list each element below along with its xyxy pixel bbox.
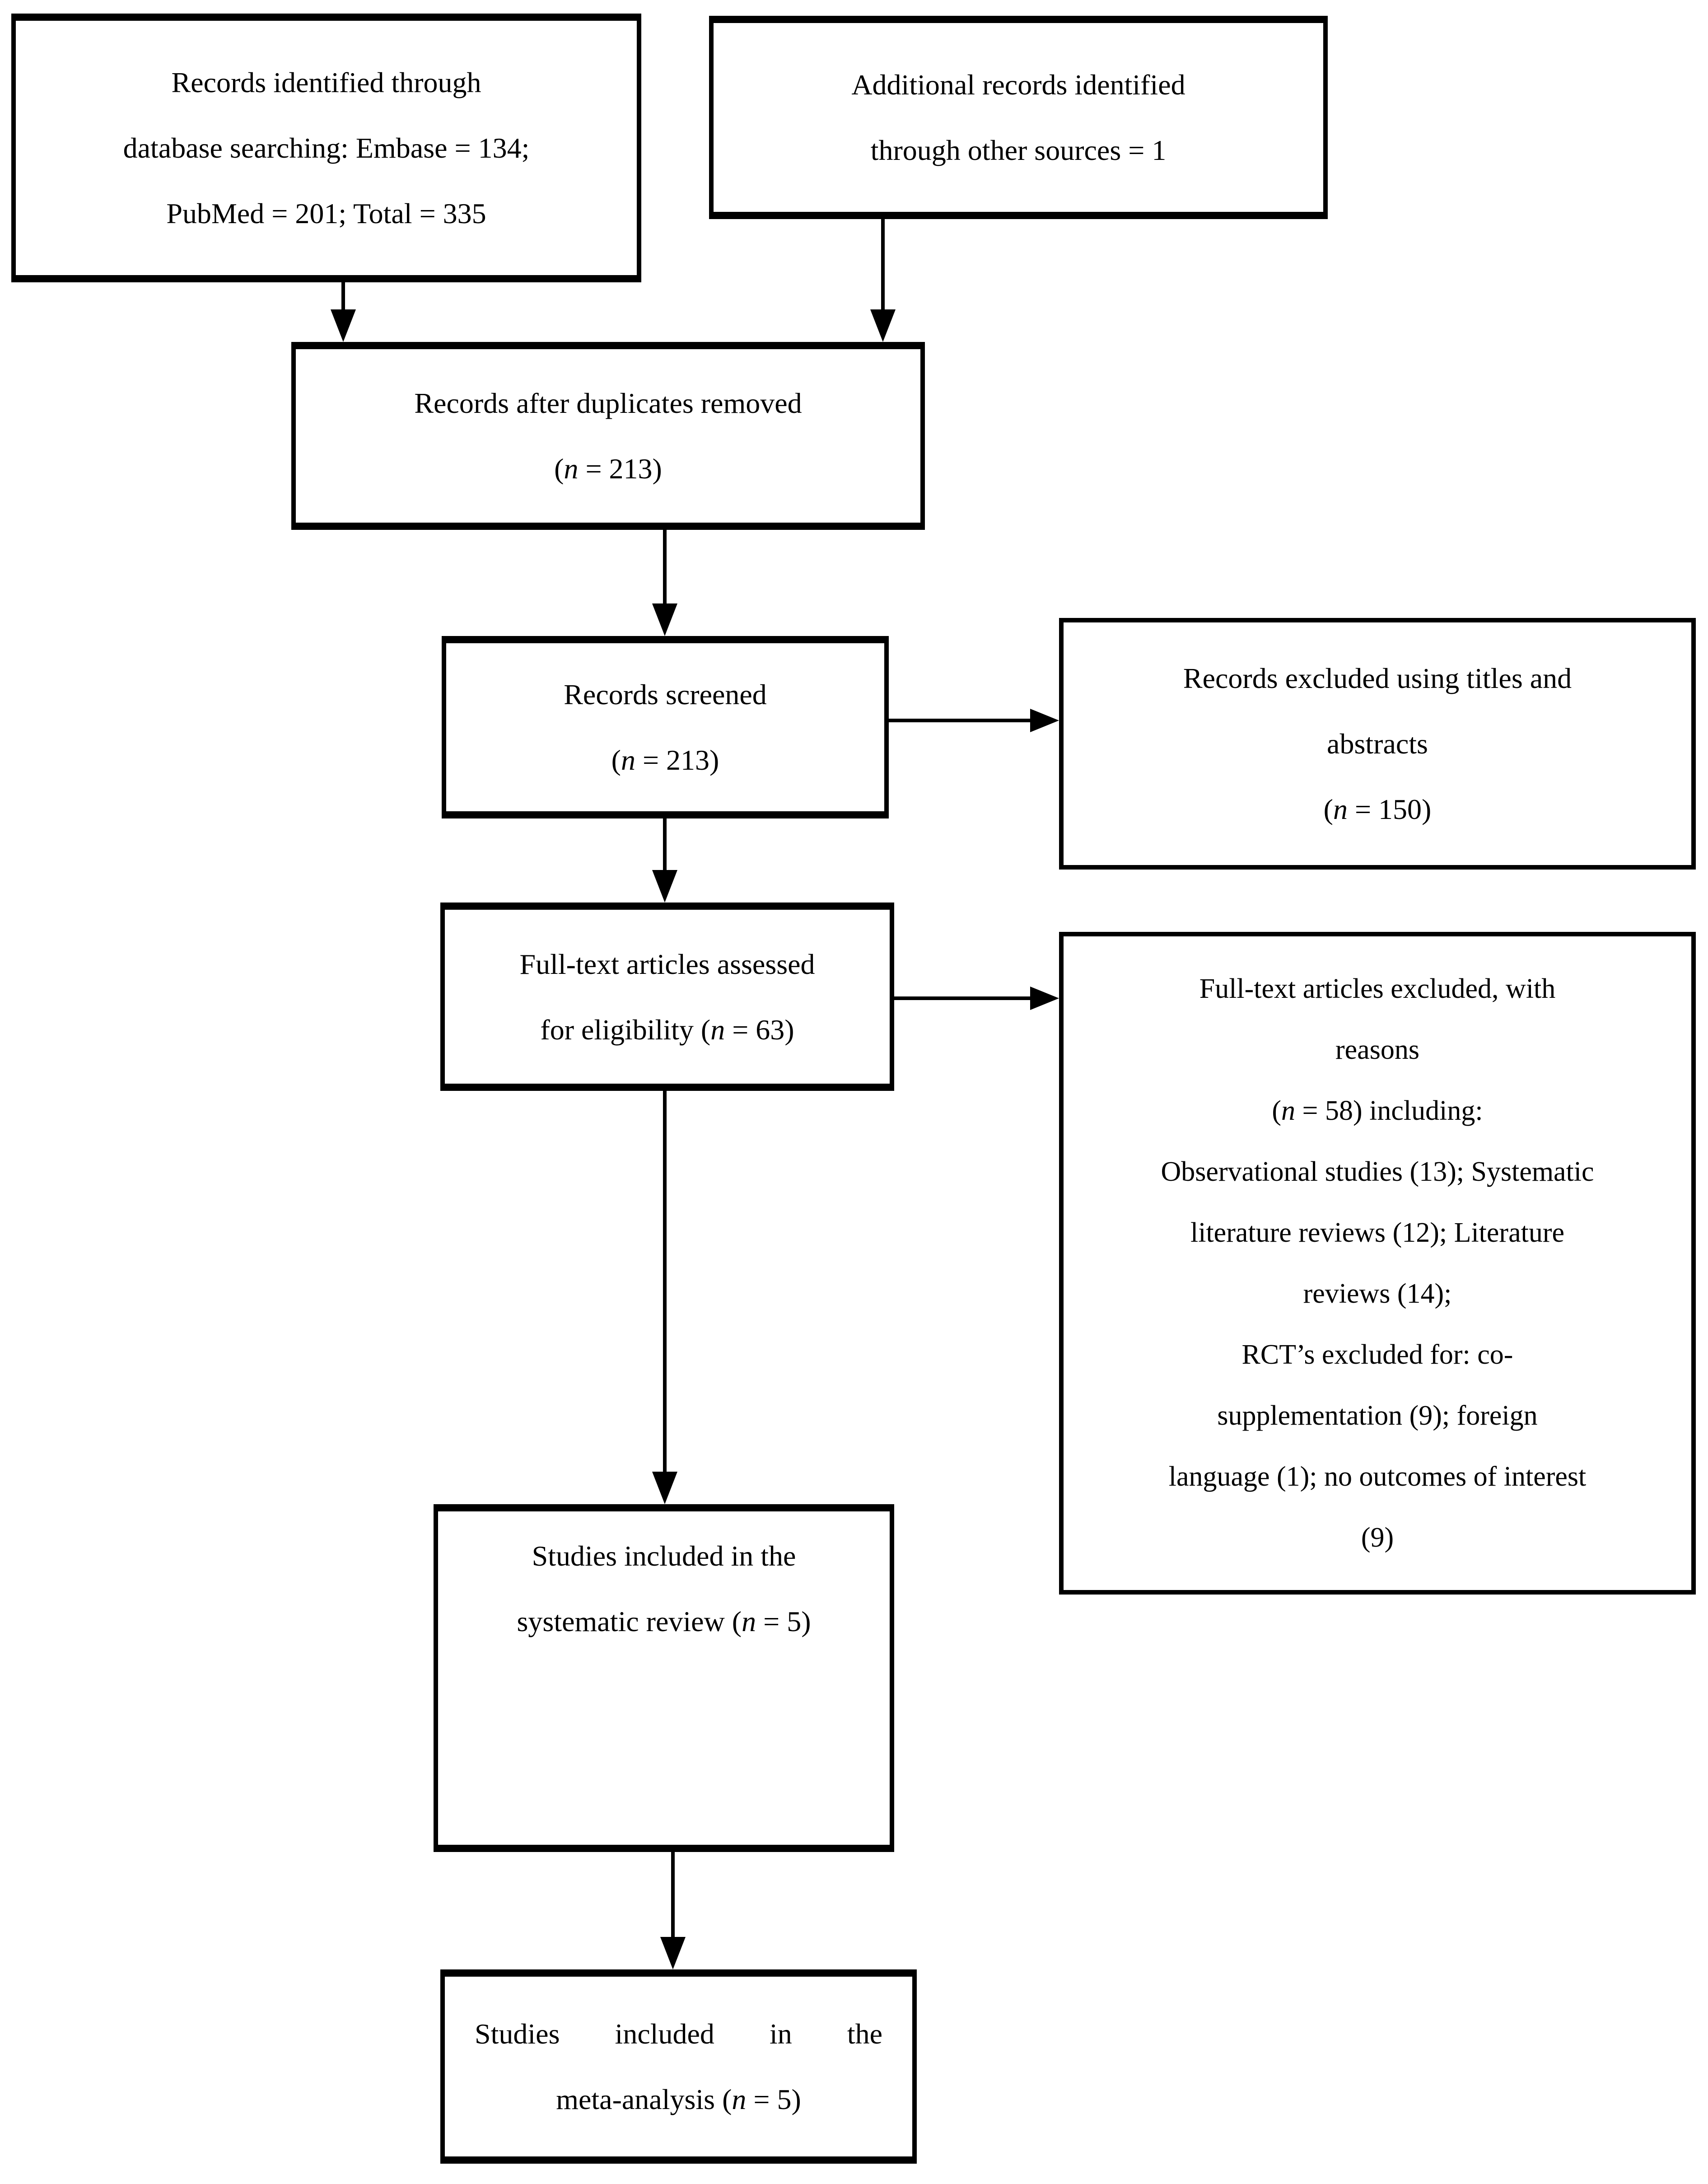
box-text-line: (n = 213) <box>554 453 662 485</box>
box-text-line: systematic review (n = 5) <box>517 1605 811 1637</box>
box-studies-included-meta-analysis: Studies included in the meta-analysis (n … <box>440 1969 917 2164</box>
box-text-line: (9) <box>1361 1522 1394 1553</box>
box-records-identified-database: Records identified through database searc… <box>11 14 641 282</box>
box-text-line: Records screened <box>564 678 767 711</box>
arrow-screened-to-excluded-head-icon <box>1030 709 1059 732</box>
arrow-screened-to-fulltext-line <box>663 818 667 870</box>
arrow-systematic-review-to-meta-analysis-line <box>671 1852 675 1937</box>
arrow-fulltext-to-excluded-head-icon <box>1030 987 1059 1010</box>
box-text-line: RCT’s excluded for: co- <box>1241 1339 1513 1370</box>
box-studies-included-systematic-review: Studies included in the systematic review… <box>434 1504 894 1852</box>
box-text-line: supplementation (9); foreign <box>1217 1400 1538 1431</box>
box-text-line: PubMed = 201; Total = 335 <box>166 197 486 229</box>
box-fulltext-articles-assessed: Full-text articles assessed for eligibili… <box>440 903 894 1091</box>
box-text-line: Records identified through <box>171 66 481 98</box>
arrow-other-sources-to-duplicates-head-icon <box>870 309 896 342</box>
box-text-line: reviews (14); <box>1303 1278 1452 1309</box>
arrow-database-to-duplicates-line <box>341 282 345 310</box>
arrow-fulltext-to-excluded-line <box>894 996 1030 1000</box>
arrow-systematic-review-to-meta-analysis-head-icon <box>660 1937 686 1969</box>
box-text-line: (n = 150) <box>1323 793 1432 825</box>
arrow-screened-to-excluded-line <box>889 719 1030 722</box>
box-records-after-duplicates-removed: Records after duplicates removed (n = 213… <box>291 342 925 530</box>
box-text-line: for eligibility (n = 63) <box>540 1013 794 1046</box>
box-records-excluded-titles-abstracts: Records excluded using titles and abstrac… <box>1059 618 1696 870</box>
box-text-line: reasons <box>1335 1034 1419 1065</box>
box-text-line: (n = 213) <box>611 744 719 776</box>
arrow-database-to-duplicates-head-icon <box>331 309 356 342</box>
arrow-fulltext-to-systematic-review-head-icon <box>652 1472 677 1504</box>
arrow-other-sources-to-duplicates-line <box>881 219 885 309</box>
box-text-line: abstracts <box>1327 728 1428 760</box>
box-text-line: Full-text articles excluded, with <box>1199 973 1556 1004</box>
box-fulltext-articles-excluded: Full-text articles excluded, with reasons… <box>1059 932 1696 1595</box>
arrow-fulltext-to-systematic-review-line <box>663 1091 667 1472</box>
box-text-line: Full-text articles assessed <box>519 948 815 980</box>
box-text-line: Studies included in the <box>532 1540 796 1572</box>
box-text-line: database searching: Embase = 134; <box>123 132 530 164</box>
box-text-line: Additional records identified <box>851 69 1185 101</box>
arrow-screened-to-fulltext-head-icon <box>652 870 677 903</box>
box-text-line: Studies included in the <box>475 2018 882 2050</box>
box-text-line: literature reviews (12); Literature <box>1190 1217 1564 1248</box>
arrow-duplicates-to-screened-head-icon <box>652 603 677 636</box>
box-text-line: Records excluded using titles and <box>1183 662 1572 694</box>
box-text-line: meta-analysis (n = 5) <box>556 2083 801 2115</box>
box-text-line: (n = 58) including: <box>1272 1095 1483 1126</box>
box-records-screened: Records screened (n = 213) <box>442 636 889 818</box>
box-text-line: Observational studies (13); Systematic <box>1161 1156 1594 1187</box>
box-text-line: through other sources = 1 <box>870 134 1167 166</box>
arrow-duplicates-to-screened-line <box>663 530 667 603</box>
box-text-line: language (1); no outcomes of interest <box>1168 1461 1587 1492</box>
box-text-line: Records after duplicates removed <box>414 387 802 419</box>
box-additional-records-other-sources: Additional records identified through oth… <box>709 16 1328 219</box>
